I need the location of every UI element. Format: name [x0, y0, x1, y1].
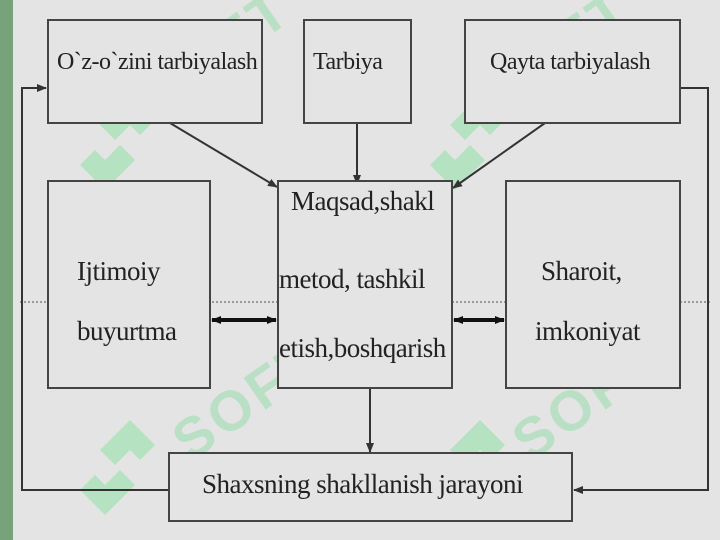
- formation-process-label: Shaxsning shakllanish jarayoni: [202, 469, 523, 499]
- box-self-education: O`z-o`zini tarbiyalash: [47, 19, 263, 124]
- arrow-re-education-to-center: [452, 122, 546, 189]
- upbringing-label: Tarbiya: [313, 49, 383, 75]
- left-accent-bar: [0, 0, 13, 540]
- box-re-education: Qayta tarbiyalash: [464, 19, 681, 124]
- conditions-line1: Sharoit,: [541, 256, 622, 286]
- box-conditions: Sharoit, imkoniyat: [505, 180, 681, 389]
- center-line2: metod, tashkil: [279, 264, 425, 294]
- arrow-self-education-to-center: [169, 122, 278, 188]
- center-line1: Maqsad,shakl: [291, 186, 435, 216]
- box-formation-process: Shaxsning shakllanish jarayoni: [168, 452, 573, 522]
- feedback-loop-left: [21, 84, 168, 491]
- watermark-logo-3: [80, 420, 155, 515]
- self-education-label: O`z-o`zini tarbiyalash: [57, 49, 258, 75]
- center-line3: etish,boshqarish: [279, 333, 446, 363]
- social-order-line1: Ijtimoiy: [77, 256, 161, 286]
- conditions-line2: imkoniyat: [535, 316, 641, 346]
- box-social-order: Ijtimoiy buyurtma: [47, 180, 211, 389]
- social-order-line2: buyurtma: [77, 316, 177, 346]
- feedback-loop-right: [573, 87, 709, 494]
- re-education-label: Qayta tarbiyalash: [490, 49, 651, 75]
- box-upbringing: Tarbiya: [303, 19, 412, 124]
- box-goal-methods: Maqsad,shakl metod, tashkil etish,boshqa…: [277, 180, 453, 389]
